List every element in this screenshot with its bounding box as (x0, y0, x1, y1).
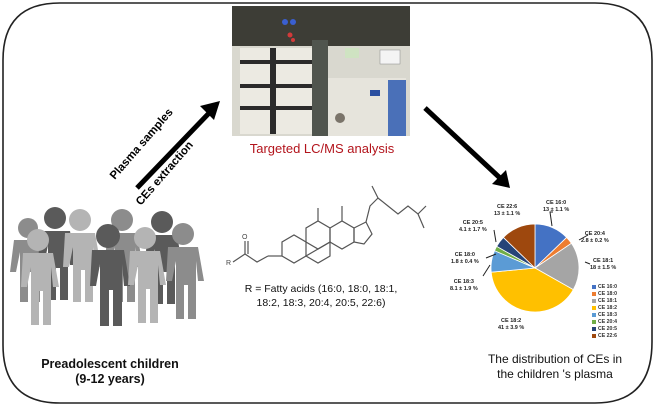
legend-swatch (592, 326, 596, 331)
pie-slice-ce-18-2 (490, 267, 574, 313)
legend-item-ce-18-3: CE 18:3 (592, 312, 617, 318)
children-group-icon (10, 207, 204, 326)
pie-slice-ce-18-1 (534, 242, 580, 291)
legend-swatch (592, 312, 596, 317)
ce-pie-chart (490, 223, 580, 313)
legend-item-ce-20-4: CE 20:4 (592, 319, 617, 325)
pie-slice-ce-22-6 (502, 223, 536, 269)
arrow-to-distribution (423, 106, 510, 188)
legend-swatch (592, 291, 596, 296)
distribution-title: The distribution of CEs in the children … (455, 352, 655, 382)
lcms-instrument-photo (232, 6, 410, 136)
distribution-title-line-2: the children 's plasma (497, 367, 613, 381)
cholesteryl-ester-structure (232, 185, 427, 264)
legend-item-ce-16-0: CE 16:0 (592, 284, 617, 290)
children-group-title: Preadolescent children (9-12 years) (0, 357, 220, 387)
children-group-title-line-2: (9-12 years) (75, 372, 145, 386)
fatty-acids-line-2: 18:2, 18:3, 20:4, 20:5, 22:6) (256, 297, 386, 309)
legend-swatch (592, 333, 596, 338)
fatty-acids-line-1: R = Fatty acids (16:0, 18:0, 18:1, (244, 283, 398, 295)
children-group-title-line-1: Preadolescent children (41, 357, 179, 371)
legend-item-ce-18-2: CE 18:2 (592, 305, 617, 311)
legend-swatch (592, 319, 596, 324)
distribution-title-line-1: The distribution of CEs in (487, 352, 623, 366)
legend-item-ce-22-6: CE 22:6 (592, 333, 617, 339)
structure-o-label: O (242, 234, 248, 241)
legend-item-ce-18-1: CE 18:1 (592, 298, 617, 304)
legend-item-ce-18-0: CE 18:0 (592, 291, 617, 297)
arrow-to-analysis (135, 101, 220, 190)
lcms-analysis-caption: Targeted LC/MS analysis (249, 141, 395, 156)
fatty-acids-caption: R = Fatty acids (16:0, 18:0, 18:1, 18:2,… (232, 282, 410, 310)
legend-swatch (592, 284, 596, 289)
legend-swatch (592, 298, 596, 303)
legend-swatch (592, 305, 596, 310)
structure-r-label: R (226, 260, 231, 267)
pie-leader-lines (482, 211, 591, 277)
legend-item-ce-20-5: CE 20:5 (592, 326, 617, 332)
